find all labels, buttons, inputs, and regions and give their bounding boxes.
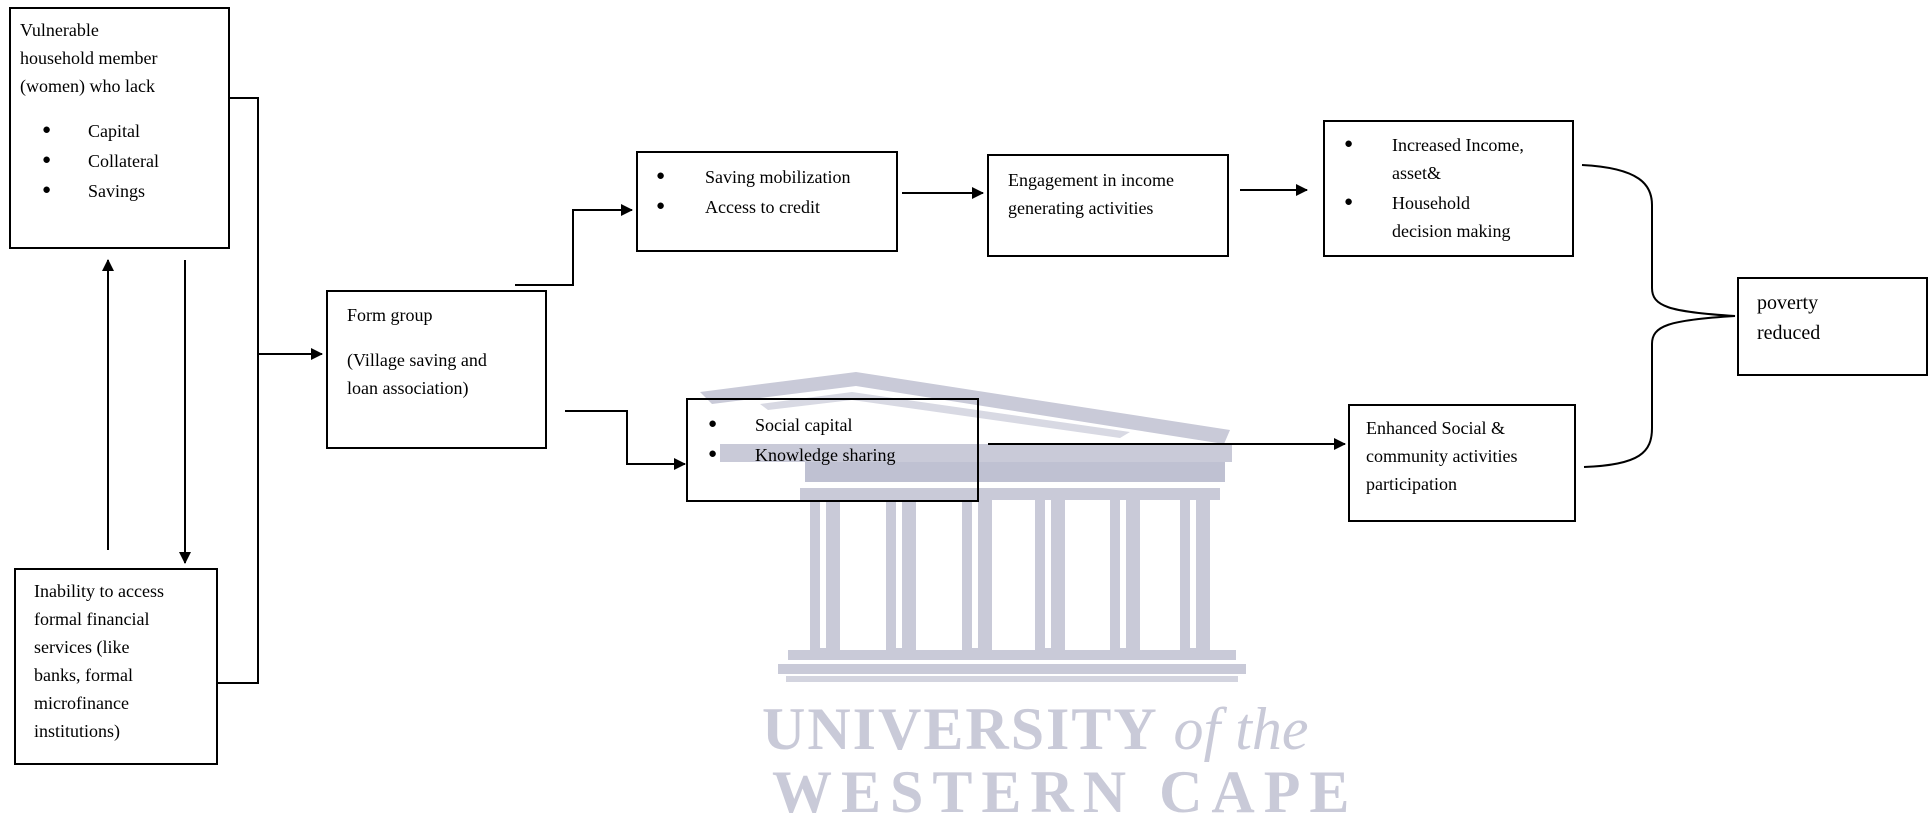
poverty-line-2: reduced (1757, 322, 1821, 344)
bullet-dot: ● (708, 416, 718, 432)
vulnerable-heading-line-3: (women) who lack (20, 76, 155, 96)
edge-form-group-to-social (565, 410, 686, 470)
vulnerable-household-box (9, 7, 230, 249)
watermark-line-2: WESTERN CAPE (772, 759, 1359, 825)
enhanced-box (1348, 404, 1576, 522)
increased-bullet-1-line-1: Increased Income, (1392, 135, 1524, 155)
brace-outcomes (1581, 164, 1736, 468)
bullet-dot: ● (42, 152, 52, 168)
increased-bullet-2-line-1: Household (1392, 193, 1470, 213)
saving-bullet-2: Access to credit (705, 197, 820, 217)
inability-line-2: formal financial (34, 609, 150, 629)
increased-box (1323, 120, 1574, 257)
vulnerable-bullet-collateral: Collateral (88, 151, 159, 171)
form-group-line-1: (Village saving and (347, 350, 487, 370)
social-box (686, 398, 979, 502)
inability-line-6: institutions) (34, 721, 121, 741)
bullet-dot: ● (42, 122, 52, 138)
enhanced-line-2: community activities (1366, 446, 1518, 466)
increased-bullet-2-line-2: decision making (1392, 221, 1511, 241)
poverty-line-1: poverty (1757, 292, 1819, 314)
form-group-box (326, 290, 547, 449)
social-bullet-2: Knowledge sharing (755, 445, 896, 465)
bullet-dot: ● (1344, 136, 1354, 152)
watermark-line-1: UNIVERSITY of the (762, 696, 1309, 762)
vulnerable-bullet-capital: Capital (88, 121, 140, 141)
watermark-university: UNIVERSITY (762, 696, 1157, 762)
enhanced-line-1: Enhanced Social & (1366, 418, 1505, 438)
bullet-dot: ● (656, 168, 666, 184)
inability-line-1: Inability to access (34, 581, 164, 601)
social-bullet-1: Social capital (755, 415, 853, 435)
engagement-line-2: generating activities (1008, 198, 1154, 218)
engagement-line-1: Engagement in income (1008, 170, 1174, 190)
bullet-dot: ● (656, 198, 666, 214)
bullet-dot: ● (1344, 194, 1354, 210)
enhanced-line-3: participation (1366, 474, 1457, 494)
bracket-left (218, 97, 259, 684)
saving-box (636, 151, 898, 252)
saving-bullet-1: Saving mobilization (705, 167, 851, 187)
increased-bullet-1-line-2: asset& (1392, 163, 1441, 183)
vulnerable-heading-line-1: Vulnerable (20, 20, 99, 40)
engagement-box (987, 154, 1229, 257)
vulnerable-heading-line-2: household member (20, 48, 158, 68)
form-group-line-2: loan association) (347, 378, 469, 398)
inability-line-4: banks, formal (34, 665, 133, 685)
edge-form-group-to-saving (515, 204, 633, 286)
form-group-title: Form group (347, 305, 433, 325)
watermark-of-the: of the (1173, 696, 1309, 762)
inability-line-3: services (like (34, 637, 130, 657)
poverty-reduced-box (1737, 277, 1928, 376)
bullet-dot: ● (708, 446, 718, 462)
vulnerable-bullet-savings: Savings (88, 181, 146, 201)
inability-box (14, 568, 218, 765)
bullet-dot: ● (42, 182, 52, 198)
inability-line-5: microfinance (34, 693, 129, 713)
